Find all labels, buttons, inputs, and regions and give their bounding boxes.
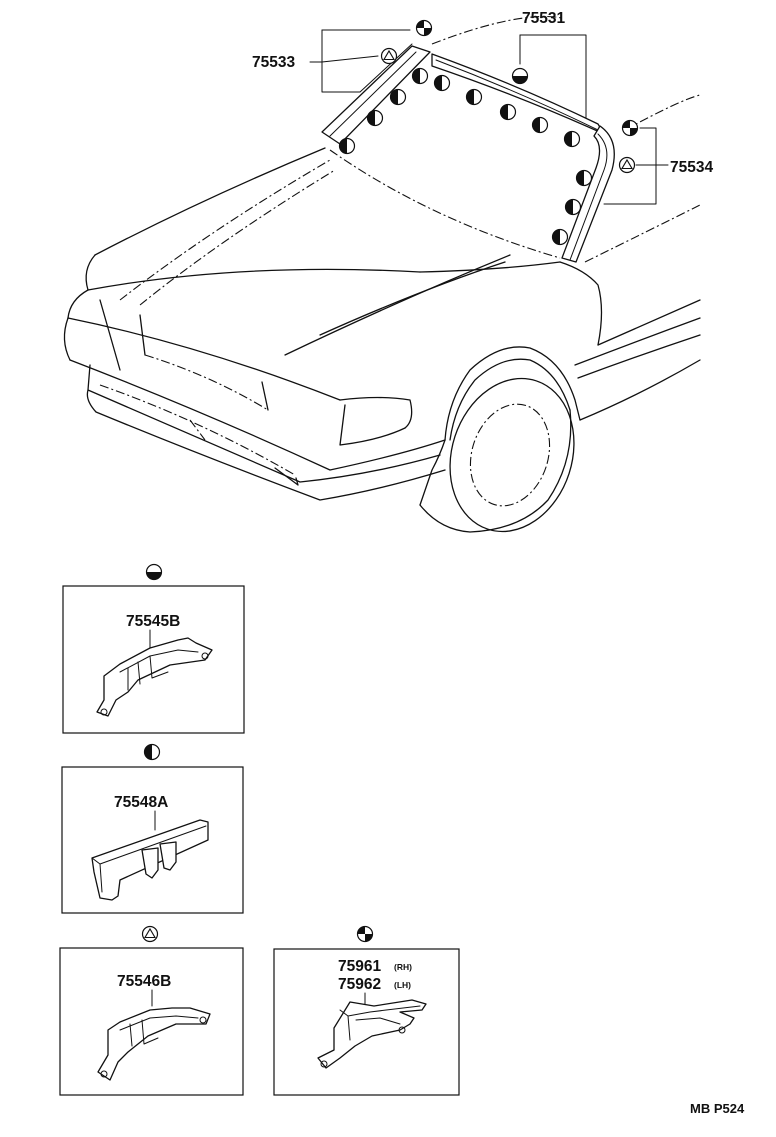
clip-symbol-half-horizontal-icon bbox=[145, 563, 163, 581]
label-75533: 75533 bbox=[252, 54, 295, 71]
part-label-75961: 75961 bbox=[338, 958, 381, 975]
part-label-75548a: 75548A bbox=[114, 794, 168, 811]
part-label-75545b: 75545B bbox=[126, 613, 180, 630]
label-75534: 75534 bbox=[670, 159, 713, 176]
part-label-rh: (RH) bbox=[394, 962, 412, 972]
clip-symbol-quadrant-icon bbox=[356, 925, 374, 943]
windshield-moulding-right bbox=[561, 125, 615, 263]
leader-75533 bbox=[309, 19, 433, 93]
label-75531: 75531 bbox=[522, 10, 565, 27]
panel-75546b: 75546B bbox=[59, 925, 244, 1096]
windshield-moulding-left bbox=[321, 45, 431, 145]
leader-75534 bbox=[603, 119, 669, 205]
panel-75961-75962: 75961 (RH) 75962 (LH) bbox=[273, 925, 460, 1096]
part-label-lh: (LH) bbox=[394, 980, 411, 990]
clip-75545b bbox=[96, 637, 213, 717]
clip-symbol-half-vertical-icon bbox=[143, 743, 161, 761]
part-label-75962: 75962 bbox=[338, 976, 381, 993]
windshield-moulding-upper bbox=[431, 53, 605, 135]
clip-75546b bbox=[97, 1007, 211, 1081]
panel-75548a: 75548A bbox=[61, 743, 244, 914]
part-label-75546b: 75546B bbox=[117, 973, 171, 990]
diagram-code: MB P524 bbox=[690, 1101, 745, 1116]
panel-75545b: 75545B bbox=[62, 563, 245, 734]
clip-75961-75962 bbox=[317, 999, 427, 1069]
car-body-illustration bbox=[63, 15, 701, 533]
leader-75531 bbox=[511, 34, 587, 119]
clip-symbol-triangle-icon bbox=[141, 925, 159, 943]
clip-75548a bbox=[91, 819, 209, 901]
